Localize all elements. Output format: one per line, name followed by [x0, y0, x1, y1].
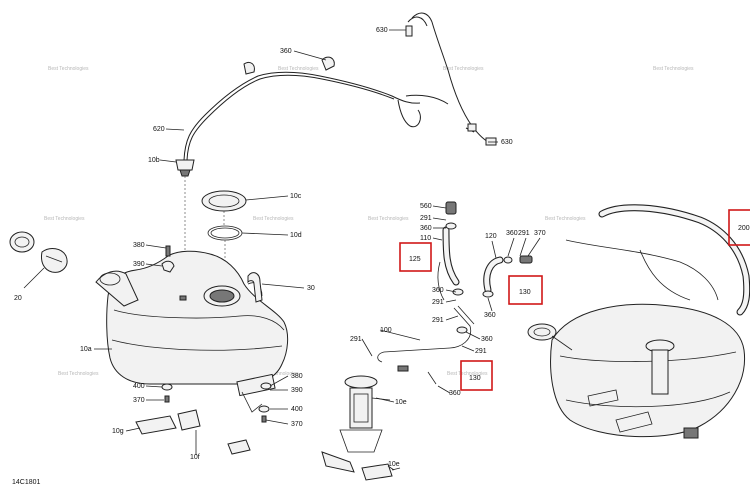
watermark: Best Technologies	[48, 66, 89, 72]
callout-label-130-upper: 130	[519, 289, 531, 296]
fuel-pump	[321, 375, 401, 481]
vent-fitting	[405, 25, 413, 37]
watermark: Best Technologies	[545, 216, 586, 222]
part-label: 100	[380, 327, 392, 334]
part-label: 360	[506, 230, 518, 237]
part-label: 10c	[290, 193, 302, 200]
callout-box-125[interactable]	[399, 242, 432, 272]
pump-ring-group	[201, 190, 247, 285]
part-label: 10e	[388, 461, 400, 468]
highlighted-callouts: 125 130 130 200	[399, 209, 750, 391]
part-label: 620	[153, 126, 165, 133]
part-label: 370	[291, 421, 303, 428]
part-label: 360	[449, 390, 461, 397]
part-label: 360	[280, 48, 292, 55]
callout-label-125: 125	[409, 256, 421, 263]
watermark: Best Technologies	[258, 371, 299, 377]
part-label: 291	[518, 230, 530, 237]
part-label: 560	[420, 203, 432, 210]
part-label: 630	[376, 27, 388, 34]
vent-line-assembly	[175, 12, 497, 310]
part-label: 360	[484, 312, 496, 319]
assembled-tank-right	[527, 204, 750, 439]
part-labels: 630 360 620 10b 630 10c 10d 380 390 30 2…	[14, 27, 546, 468]
clamp	[243, 61, 255, 75]
vent-fitting	[485, 137, 497, 146]
part-label: 360	[481, 336, 493, 343]
fuel-cap	[9, 231, 68, 289]
callout-label-130-lower: 130	[469, 375, 481, 382]
watermark: Best Technologies	[443, 66, 484, 72]
part-label: 10a	[80, 346, 92, 353]
part-label: 30	[307, 285, 315, 292]
part-label: 390	[291, 387, 303, 394]
callout-box-200[interactable]	[728, 209, 750, 246]
part-label: 630	[501, 139, 513, 146]
part-label: 380	[133, 242, 145, 249]
part-label: 400	[291, 406, 303, 413]
part-label: 291	[432, 317, 444, 324]
part-label: 120	[485, 233, 497, 240]
part-label: 380	[291, 373, 303, 380]
watermark: Best Technologies	[447, 371, 488, 377]
callout-box-130-lower[interactable]	[460, 360, 493, 391]
callout-box-130-upper[interactable]	[508, 275, 543, 305]
part-label: 400	[133, 383, 145, 390]
vent-fitting	[467, 123, 477, 132]
fuel-tank-left	[95, 250, 289, 413]
diagram-code: 14C1801	[12, 479, 41, 486]
part-label: 291	[420, 215, 432, 222]
watermark: Best Technologies	[653, 66, 694, 72]
part-label: 360	[420, 225, 432, 232]
part-label: 10e	[395, 399, 407, 406]
watermark: Best Technologies	[278, 66, 319, 72]
part-label: 291	[475, 348, 487, 355]
hose-group	[377, 201, 533, 385]
callout-label-200: 200	[738, 225, 750, 232]
part-label: 291	[432, 299, 444, 306]
part-label: 10g	[112, 428, 124, 435]
watermark: Best Technologies	[253, 216, 294, 222]
tank-hardware	[135, 245, 272, 455]
part-label: 110	[420, 235, 431, 242]
part-label: 20	[14, 295, 22, 302]
clamp	[321, 56, 335, 71]
part-label: 370	[133, 397, 145, 404]
watermark: Best Technologies	[58, 371, 99, 377]
part-label: 10f	[190, 454, 200, 461]
part-label: 10d	[290, 232, 302, 239]
part-label: 390	[133, 261, 145, 268]
rollover-valve	[175, 159, 195, 171]
watermark: Best Technologies	[368, 216, 409, 222]
watermark: Best Technologies	[44, 216, 85, 222]
part-label: 10b	[148, 157, 160, 164]
leader-lines	[94, 29, 541, 471]
part-label: 291	[350, 336, 362, 343]
part-label: 370	[534, 230, 546, 237]
part-label: 360	[432, 287, 444, 294]
